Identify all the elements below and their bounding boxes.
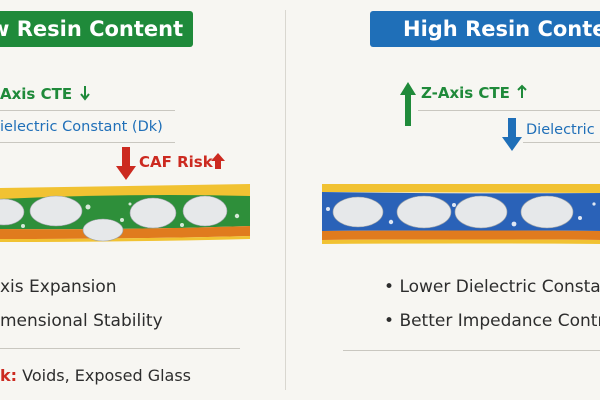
left-rule-1 xyxy=(0,110,175,111)
arrow-down-icon xyxy=(80,86,91,101)
arrow-up-icon xyxy=(400,82,416,126)
right-z-axis-label: Z-Axis CTE xyxy=(421,84,510,102)
right-bullet-2: • Better Impedance Contro xyxy=(384,311,600,331)
left-bullet-1: xis Expansion xyxy=(0,277,117,297)
left-risk-row: k: Voids, Exposed Glass xyxy=(0,366,191,385)
left-risk-label: k: xyxy=(0,366,18,385)
right-banner: High Resin Content xyxy=(370,11,600,47)
arrow-down-icon xyxy=(116,147,136,180)
right-dielectric-label: Dielectric C xyxy=(526,122,600,138)
panel-divider xyxy=(285,10,286,390)
left-laminate-illustration xyxy=(0,184,250,242)
arrow-up-icon xyxy=(517,84,527,98)
left-z-axis-row: Axis CTE xyxy=(0,83,91,103)
right-rule-2 xyxy=(523,142,600,143)
left-rule-3 xyxy=(0,348,240,349)
bullet-dot-icon: • xyxy=(384,311,395,331)
arrow-down-icon xyxy=(502,118,522,151)
right-rule-3 xyxy=(343,350,600,351)
left-caf-label: CAF Risk xyxy=(139,153,213,171)
left-rule-2 xyxy=(0,142,175,143)
right-laminate-illustration xyxy=(322,184,600,244)
left-banner: w Resin Content xyxy=(0,11,193,47)
left-dielectric-label: ielectric Constant (Dk) xyxy=(0,119,163,135)
arrow-up-icon xyxy=(211,153,225,169)
left-bullet-2: mensional Stability xyxy=(0,311,163,331)
right-bullet-2-label: Better Impedance Contro xyxy=(399,311,600,331)
right-z-axis-row: Z-Axis CTE xyxy=(421,84,527,102)
right-bullet-1-label: Lower Dielectric Consta xyxy=(399,277,600,297)
bullet-dot-icon: • xyxy=(384,277,395,297)
left-z-axis-label: Axis CTE xyxy=(0,85,73,103)
right-bullet-1: • Lower Dielectric Consta xyxy=(384,277,600,297)
right-rule-1 xyxy=(418,110,600,111)
left-risk-text: Voids, Exposed Glass xyxy=(22,366,192,385)
